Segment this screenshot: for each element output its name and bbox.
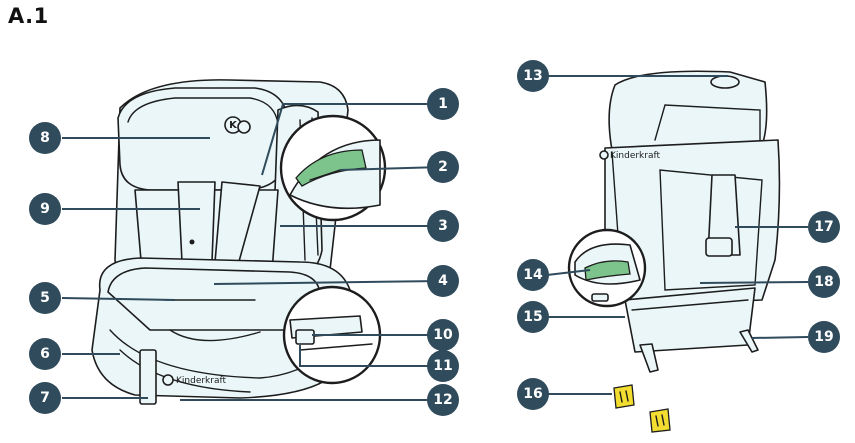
callout-17: 17 (808, 211, 840, 243)
storage-pocket (624, 287, 756, 353)
svg-text:8: 8 (40, 130, 50, 146)
callout-1: 1 (427, 88, 459, 120)
svg-text:1: 1 (438, 96, 448, 112)
callout-4: 4 (427, 265, 459, 297)
callout-3: 3 (427, 210, 459, 242)
callout-12: 12 (427, 384, 459, 416)
kinderkraft-headrest-logo: K (224, 116, 251, 134)
svg-text:18: 18 (814, 274, 833, 290)
brand-text-front: Kinderkraft (176, 376, 226, 386)
brand-text-back: Kinderkraft (610, 151, 660, 161)
svg-text:9: 9 (40, 201, 50, 217)
callout-18: 18 (808, 266, 840, 298)
callout-2: 2 (427, 151, 459, 183)
callout-15: 15 (517, 301, 549, 333)
svg-text:14: 14 (523, 267, 543, 283)
svg-text:13: 13 (523, 68, 542, 84)
isofix-indicator (584, 260, 631, 281)
callout-8: 8 (29, 122, 61, 154)
svg-text:17: 17 (814, 219, 833, 235)
guide-clip-1 (613, 384, 635, 409)
svg-text:10: 10 (433, 327, 453, 343)
svg-text:11: 11 (433, 358, 452, 374)
svg-text:16: 16 (523, 386, 542, 402)
svg-text:3: 3 (438, 218, 448, 234)
callout-9: 9 (29, 193, 61, 225)
zoom-isofix-indicator (567, 228, 647, 308)
guide-clip-2 (649, 408, 671, 433)
back-view-seat: Kinderkraft (599, 70, 781, 373)
svg-text:4: 4 (438, 273, 448, 289)
isofix-leg-left (639, 343, 659, 373)
callout-11: 11 (427, 350, 459, 382)
recline-mechanism (707, 174, 741, 256)
callout-7: 7 (29, 382, 61, 414)
rear-headrest (608, 70, 768, 151)
callout-5: 5 (29, 282, 61, 314)
callout-6: 6 (29, 338, 61, 370)
svg-text:6: 6 (40, 346, 50, 362)
callout-14: 14 (517, 259, 549, 291)
svg-text:12: 12 (433, 392, 452, 408)
svg-text:5: 5 (40, 290, 50, 306)
svg-text:19: 19 (814, 329, 833, 345)
zoom-headrest-adjust (279, 114, 387, 222)
svg-text:2: 2 (438, 159, 448, 175)
isofix-guide-clips (613, 384, 671, 433)
leader-lines (61, 75, 809, 401)
svg-text:7: 7 (40, 390, 50, 406)
callout-16: 16 (517, 378, 549, 410)
shoulder-pad-left (177, 181, 216, 263)
isofix-leg-right (739, 329, 759, 353)
callout-10: 10 (427, 319, 459, 351)
callout-13: 13 (517, 60, 549, 92)
belt-guide (139, 349, 157, 405)
logo-letter: K (229, 120, 238, 131)
figure-label: A.1 (8, 4, 49, 28)
callout-19: 19 (808, 321, 840, 353)
headrest-adjust-handle (295, 149, 367, 187)
svg-text:15: 15 (523, 309, 542, 325)
